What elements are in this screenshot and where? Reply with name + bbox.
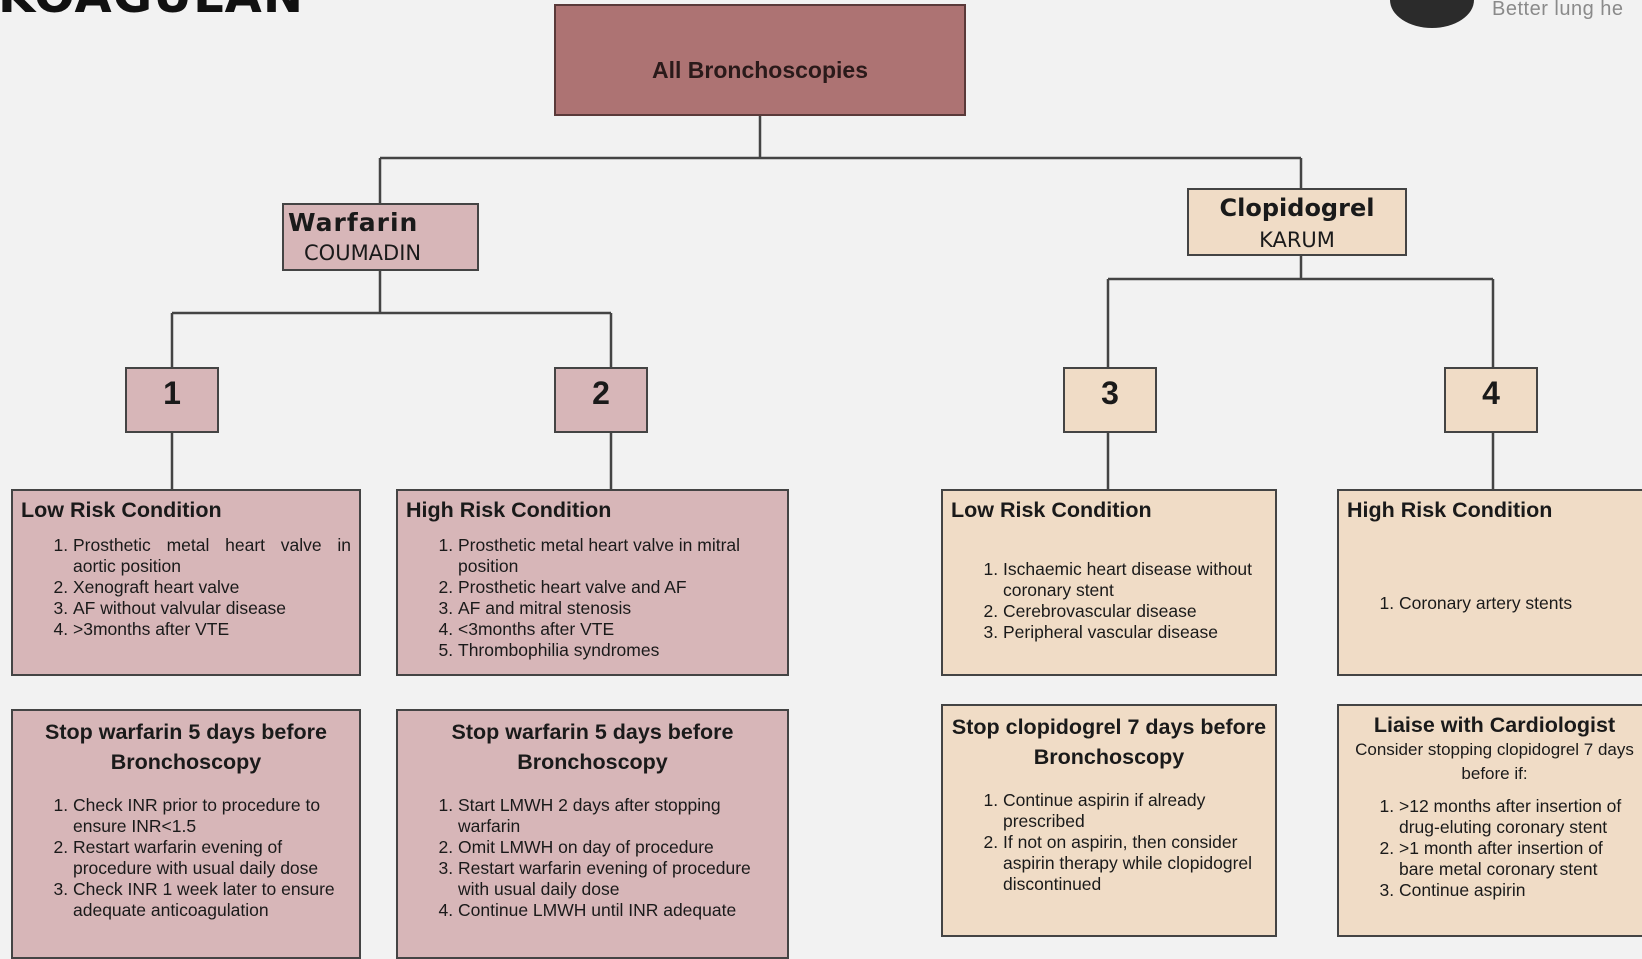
list-item: Start LMWH 2 days after stopping warfari… [458,795,779,837]
connector-warfarin-numbers [170,271,613,367]
action-box-clopidogrel-low-risk: Stop clopidogrel 7 days before Bronchosc… [941,704,1277,937]
condition-box-warfarin-low-risk: Low Risk Condition Prosthetic metal hear… [11,489,361,676]
condition-box-warfarin-high-risk: High Risk Condition Prosthetic metal hea… [396,489,789,676]
action-box-warfarin-low-risk: Stop warfarin 5 days before Bronchoscopy… [11,709,361,959]
list-item: If not on aspirin, then consider aspirin… [1003,832,1267,895]
connector-numbers-conditions [170,433,1495,489]
condition-list: Coronary artery stents [1347,593,1642,614]
drug-brand: COUMADIN [304,241,422,265]
list-item: <3months after VTE [458,619,779,640]
list-item: >12 months after insertion of drug-eluti… [1399,796,1642,838]
branch-number-node: 2 [554,367,648,433]
action-box-clopidogrel-high-risk: Liaise with Cardiologist Consider stoppi… [1337,704,1642,937]
root-node: All Bronchoscopies [554,4,966,116]
action-title: Stop clopidogrel 7 days before Bronchosc… [951,715,1267,769]
action-title: Stop warfarin 5 days before Bronchoscopy [45,720,327,774]
action-list: Start LMWH 2 days after stopping warfari… [406,795,779,921]
list-item: >3months after VTE [73,619,351,640]
connector-clopidogrel-numbers [1106,256,1495,367]
list-item: Thrombophilia syndromes [458,640,779,661]
list-item: Omit LMWH on day of procedure [458,837,779,858]
logo-tagline: Better lung he [1492,0,1624,20]
drug-brand: KARUM [1259,228,1335,252]
list-item: Continue LMWH until INR adequate [458,900,779,921]
action-list: Continue aspirin if already prescribed I… [951,790,1267,895]
list-item: Coronary artery stents [1399,593,1642,614]
list-item: Cerebrovascular disease [1003,601,1267,622]
list-item: AF and mitral stenosis [458,598,779,619]
drug-node-warfarin: Warfarin COUMADIN [282,203,479,271]
action-title: Liaise with Cardiologist [1373,713,1616,737]
condition-title: High Risk Condition [1347,498,1553,522]
condition-title: Low Risk Condition [951,498,1152,522]
root-label: All Bronchoscopies [652,56,868,83]
list-item: Prosthetic metal heart valve in aortic p… [73,535,351,577]
page-heading-partial: KOAGULAN [0,0,304,24]
list-item: Check INR 1 week later to ensure adequat… [73,879,351,921]
drug-node-clopidogrel: Clopidogrel KARUM [1187,188,1407,256]
action-title: Stop warfarin 5 days before Bronchoscopy [451,720,734,774]
list-item: Restart warfarin evening of procedure wi… [458,858,779,900]
condition-title: Low Risk Condition [21,498,222,522]
drug-name: Warfarin [288,208,419,237]
list-item: Peripheral vascular disease [1003,622,1267,643]
list-item: Prosthetic heart valve and AF [458,577,779,598]
condition-box-clopidogrel-high-risk: High Risk Condition Coronary artery sten… [1337,489,1642,676]
action-subtitle: Consider stopping clopidogrel 7 days bef… [1355,740,1634,783]
condition-title: High Risk Condition [406,498,612,522]
list-item: Restart warfarin evening of procedure wi… [73,837,351,879]
branch-number-node: 3 [1063,367,1157,433]
action-list: >12 months after insertion of drug-eluti… [1347,796,1642,901]
list-item: Check INR prior to procedure to ensure I… [73,795,351,837]
list-item: Continue aspirin if already prescribed [1003,790,1267,832]
list-item: Prosthetic metal heart valve in mitral p… [458,535,779,577]
list-item: Continue aspirin [1399,880,1642,901]
drug-name: Clopidogrel [1219,194,1375,222]
condition-list: Ischaemic heart disease without coronary… [951,559,1267,643]
list-item: >1 month after insertion of bare metal c… [1399,838,1642,880]
list-item: AF without valvular disease [73,598,351,619]
connector-root-drugs [378,116,1303,203]
condition-box-clopidogrel-low-risk: Low Risk Condition Ischaemic heart disea… [941,489,1277,676]
action-box-warfarin-high-risk: Stop warfarin 5 days before Bronchoscopy… [396,709,789,959]
branch-number-node: 4 [1444,367,1538,433]
branch-number-node: 1 [125,367,219,433]
condition-list: Prosthetic metal heart valve in mitral p… [406,535,779,661]
action-list: Check INR prior to procedure to ensure I… [21,795,351,921]
list-item: Xenograft heart valve [73,577,351,598]
condition-list: Prosthetic metal heart valve in aortic p… [21,535,351,640]
list-item: Ischaemic heart disease without coronary… [1003,559,1267,601]
